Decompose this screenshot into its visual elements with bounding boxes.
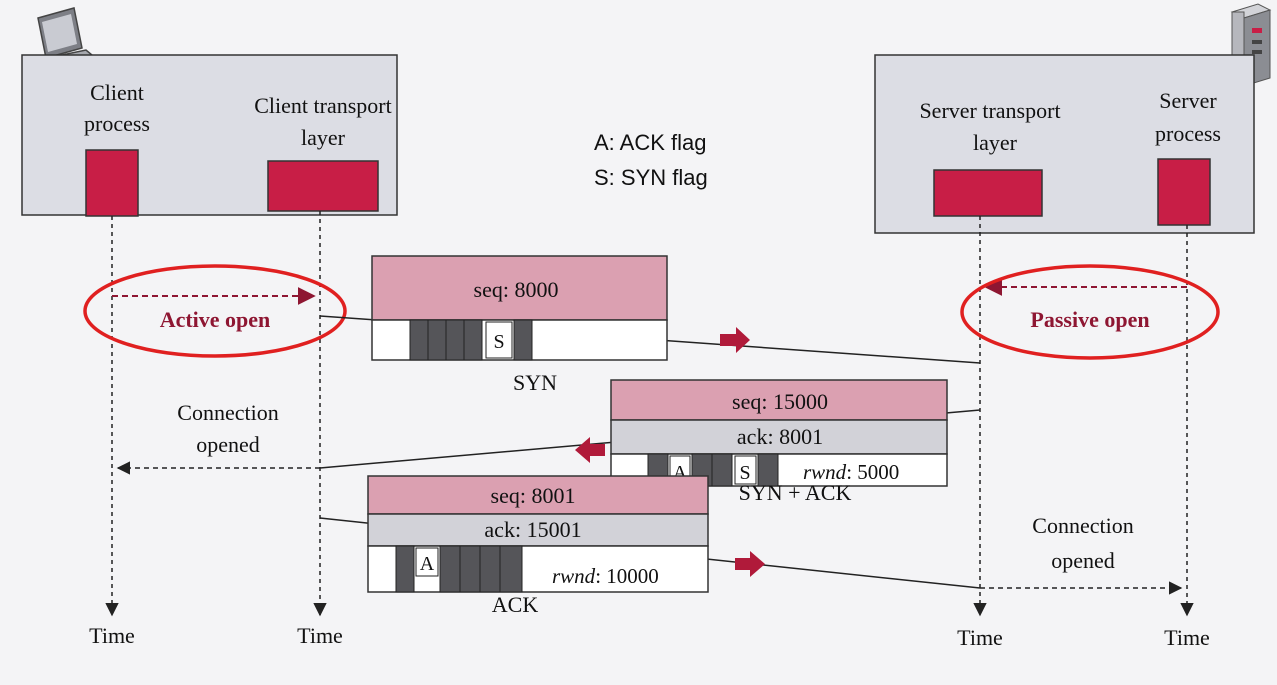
ack-rwnd: rwnd: 10000 [552,564,659,588]
syn-caption: SYN [513,370,557,395]
legend-ack-flag: A: ACK flag [594,130,707,155]
client-connection-opened-label: Connection [177,400,278,425]
client-process-label: Client [90,80,144,105]
ack-caption: ACK [492,592,539,617]
server-process-block [1157,158,1211,226]
time-label: Time [957,625,1003,650]
ack-direction-arrow [735,551,765,577]
passive-open-highlight [960,264,1220,360]
client-process-block [85,149,139,217]
synack-seq-value: seq: 15000 [732,389,828,414]
server-transport-label: Server transport [919,98,1060,123]
active-open-highlight [83,264,347,358]
time-label: Time [297,623,343,648]
client-connection-opened-label: opened [196,432,260,457]
server-transport-block [933,169,1043,217]
client-transport-block [267,160,379,212]
server-process-label: process [1155,121,1221,146]
ack-flag-a: A [420,553,435,575]
server-connection-opened-label: opened [1051,548,1115,573]
synack-rwnd: rwnd: 5000 [803,460,899,484]
ack-ack-value: ack: 15001 [484,517,581,542]
syn-segment: seq: 8000 S SYN [371,255,668,395]
syn-seq-value: seq: 8000 [474,277,559,302]
synack-caption: SYN + ACK [739,480,852,505]
client-transport-label: Client transport [254,93,391,118]
time-label: Time [1164,625,1210,650]
synack-direction-arrow [575,437,605,463]
active-open-label: Active open [160,307,271,332]
synack-ack-value: ack: 8001 [737,424,823,449]
legend-syn-flag: S: SYN flag [594,165,708,190]
client-transport-label: layer [301,125,346,150]
time-label: Time [89,623,135,648]
synack-flag-s: S [739,462,750,484]
syn-flag-s: S [493,331,504,353]
ack-segment: seq: 8001 ack: 15001 A rwnd: 10000 ACK [367,475,709,617]
server-transport-label: layer [973,130,1018,155]
client-process-label: process [84,111,150,136]
syn-direction-arrow [720,327,750,353]
server-process-label: Server [1159,88,1217,113]
passive-open-label: Passive open [1030,307,1149,332]
ack-seq-value: seq: 8001 [491,483,576,508]
server-connection-opened-label: Connection [1032,513,1133,538]
